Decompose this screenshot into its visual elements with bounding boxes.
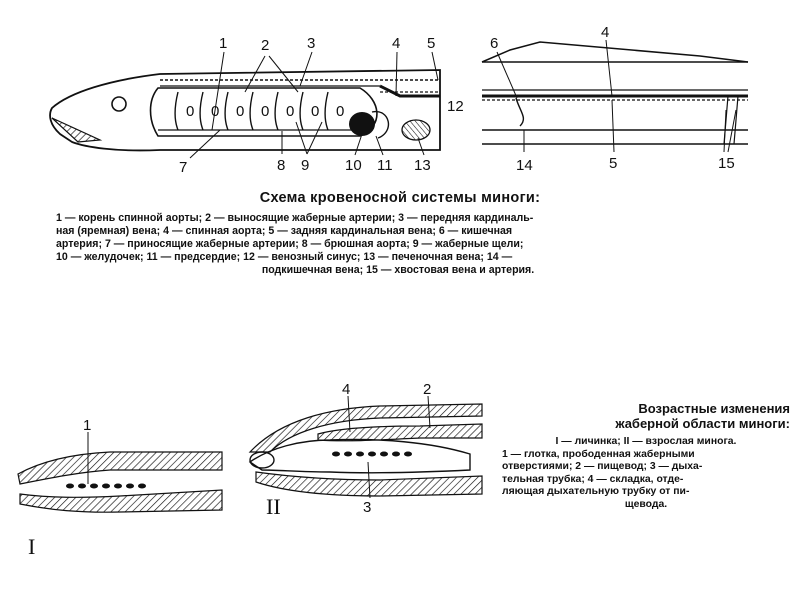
larva-gill-region: 1 I xyxy=(17,417,223,559)
label-5-tail: 5 xyxy=(609,155,617,172)
label-3: 3 xyxy=(307,35,315,52)
label-15: 15 xyxy=(718,155,735,172)
label-adult-2: 2 xyxy=(423,381,431,398)
adult-upper-wall xyxy=(248,403,483,453)
caption-line: 10 — желудочек; 11 — предсердие; 12 — ве… xyxy=(56,251,513,263)
caption-line: ная (яремная) вена; 4 — спинная аорта; 5… xyxy=(56,225,513,237)
ventricle xyxy=(349,112,375,136)
oral-disk xyxy=(51,117,103,143)
age-caption-line: тельная трубка; 4 — складка, отде- xyxy=(502,473,684,485)
label-7: 7 xyxy=(179,159,187,176)
gill-slit-label: 0 xyxy=(261,103,269,120)
circulatory-caption-title: Схема кровеносной системы миноги: xyxy=(259,190,541,206)
hepatic-vein xyxy=(401,119,431,141)
age-title-line2: жаберной области миноги: xyxy=(615,416,790,431)
age-caption-line: 1 — глотка, прободенная жаберными xyxy=(502,448,695,460)
label-4: 4 xyxy=(392,35,400,52)
gill-slit-label: 0 xyxy=(236,103,244,120)
roman-II: II xyxy=(266,494,281,519)
label-adult-4: 4 xyxy=(342,381,350,398)
eye xyxy=(111,96,127,112)
lamprey-tail-section: 6 4 14 5 15 xyxy=(481,24,749,174)
caption-line: артерия; 7 — приносящие жаберные артерии… xyxy=(56,238,524,250)
esophagus xyxy=(317,423,483,442)
gill-chamber xyxy=(149,87,378,137)
label-14: 14 xyxy=(516,157,533,174)
leader-lines xyxy=(189,51,439,159)
adult-gill-region: 4 2 3 II xyxy=(248,381,483,519)
leader-lines-tail xyxy=(496,39,737,153)
lamprey-head-section: 0 0 0 0 0 0 0 1 xyxy=(49,35,464,176)
label-2: 2 xyxy=(261,37,269,54)
atrium xyxy=(371,111,390,139)
label-11: 11 xyxy=(377,157,393,174)
label-9: 9 xyxy=(301,157,309,174)
label-6: 6 xyxy=(490,35,498,52)
age-caption-line: I — личинка; II — взрослая минога. xyxy=(555,436,737,447)
intestinal-artery xyxy=(515,97,525,127)
gill-slit-label: 0 xyxy=(286,103,294,120)
gill-arches xyxy=(174,91,329,131)
label-13: 13 xyxy=(414,157,431,174)
caption-line: подкишечная вена; 15 — хвостовая вена и … xyxy=(261,264,535,276)
age-changes-caption: I — личинка; II — взрослая минога. 1 — г… xyxy=(502,436,790,512)
age-changes-title: Возрастные изменения жаберной области ми… xyxy=(520,401,790,431)
gill-slit-label: 0 xyxy=(311,103,319,120)
dorsal-fin xyxy=(481,41,749,63)
label-12: 12 xyxy=(447,98,464,115)
age-caption-line: отверстиями; 2 — пищевод; 3 — дыха- xyxy=(502,461,703,473)
head-outline xyxy=(49,69,441,152)
respiratory-tube xyxy=(248,438,471,474)
circulatory-caption: 1 — корень спинной аорты; 2 — выносящие … xyxy=(56,212,740,277)
age-caption-line: ляющая дыхательную трубку от пи- xyxy=(502,486,690,498)
posterior-vessel xyxy=(379,84,440,98)
larva-upper-wall xyxy=(17,451,223,485)
label-8: 8 xyxy=(277,157,285,174)
label-4-tail: 4 xyxy=(601,24,609,41)
label-1: 1 xyxy=(219,35,227,52)
adult-gill-openings xyxy=(332,451,412,457)
larva-gill-openings xyxy=(66,483,146,489)
adult-mouth xyxy=(249,451,275,469)
gill-slit-label: 0 xyxy=(336,103,344,120)
label-5: 5 xyxy=(427,35,435,52)
larva-lower-wall xyxy=(19,489,223,513)
label-adult-3: 3 xyxy=(363,499,371,516)
label-10: 10 xyxy=(345,157,362,174)
roman-I: I xyxy=(28,534,35,559)
label-larva-1: 1 xyxy=(83,417,91,434)
gill-slit-label: 0 xyxy=(186,103,194,120)
age-caption-line: щевода. xyxy=(624,498,668,510)
caption-line: 1 — корень спинной аорты; 2 — выносящие … xyxy=(56,212,534,224)
gill-slits: 0 0 0 0 0 0 0 xyxy=(186,103,344,120)
age-title-line1: Возрастные изменения xyxy=(638,401,790,416)
